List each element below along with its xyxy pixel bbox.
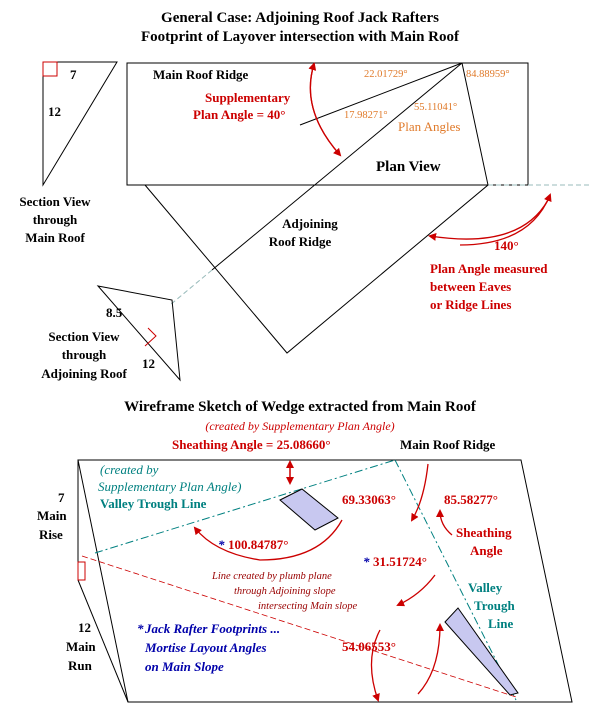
valley-label-3: Line [488,616,514,631]
adjoining-ridge-label-2: Roof Ridge [269,234,332,249]
wireframe-created-by: (created by Supplementary Plan Angle) [205,419,394,433]
jack-footprint-upper [279,488,339,531]
angle-69: 69.33063° [342,492,396,507]
plumb-line [81,555,517,698]
created-by-teal-2: Supplementary Plan Angle) [98,479,241,494]
eaves-label-3: or Ridge Lines [430,297,511,312]
angle-100: 100.84787° [228,537,288,552]
main-roof-outline [126,62,529,186]
valley-trough-label: Valley Trough Line [100,496,207,511]
valley-trough-line-top [94,459,396,554]
jack-star: * [137,621,144,636]
supplementary-label-2: Plan Angle = 40° [193,107,285,122]
valley-label-2: Trough [474,598,515,613]
created-by-teal-1: (created by [100,462,159,477]
main-rise-label-1: Main [37,508,67,523]
section-adj-right-angle [144,327,157,347]
title-line-1: General Case: Adjoining Roof Jack Rafter… [161,10,439,26]
jack-footprint-lower [444,607,519,696]
angle-140-arc [428,199,549,241]
adjoining-roof-ridge-line [211,62,463,271]
plan-view: Main Roof Ridge Supplementary Plan Angle… [126,62,590,354]
section-main-label-3: Main Roof [25,230,85,245]
angle-85: 85.58277° [444,492,498,507]
star-31: * [363,554,370,569]
section-adj-triangle [96,285,181,382]
supplementary-label-1: Supplementary [205,90,291,105]
sheathing-label-2: Angle [470,543,503,558]
supplementary-arc [309,63,342,157]
main-run-label-2: Run [68,658,93,673]
ridge-extension-line [169,269,213,306]
main-run-number: 12 [78,620,91,635]
angle-55: 55.11041° [414,102,457,113]
sheathing-label-1: Sheathing [456,525,512,540]
adjoining-ridge-label-1: Adjoining [282,216,338,231]
wedge-wireframe [77,459,573,703]
section-adj-label-2: through [62,347,107,362]
plumb-label-2: through Adjoining slope [234,586,336,597]
angle-31: 31.51724° [373,554,427,569]
wireframe-main-ridge: Main Roof Ridge [400,437,496,452]
wireframe-labels: (created by Supplementary Plan Angle) Va… [37,460,515,702]
plan-angles-label: Plan Angles [398,119,460,134]
main-rise-number: 7 [58,490,65,505]
star-100: * [218,537,225,552]
angle-17: 17.98271° [344,110,388,121]
wireframe-title: Wireframe Sketch of Wedge extracted from… [124,399,477,415]
jack-label-3: on Main Slope [145,659,224,674]
section-view-adjoining-roof: 8.5 12 Section View through Adjoining Ro… [41,285,181,382]
section-view-main-roof: 7 12 Section View through Main Roof [19,61,118,245]
adjoining-roof-outline [144,62,489,354]
eaves-label-2: between Eaves [430,279,511,294]
wireframe-sheathing-top: Sheathing Angle = 25.08660° [172,437,331,452]
plumb-label-1: Line created by plumb plane [211,571,332,582]
angle-140-label: 140° [494,238,519,253]
section-adj-label-3: Adjoining Roof [41,366,127,381]
main-run-label-1: Main [66,639,96,654]
section-main-triangle [42,61,118,187]
section-main-run: 12 [48,104,61,119]
valley-label-1: Valley [468,580,503,595]
right-angle-marker [42,61,58,77]
title-line-2: Footprint of Layover intersection with M… [141,29,460,45]
section-adj-rise: 8.5 [106,305,123,320]
section-main-label-1: Section View [19,194,91,209]
plan-angle-line [299,62,463,126]
angle-54: 54.06553° [342,639,396,654]
section-adj-run: 12 [142,356,155,371]
eaves-label-1: Plan Angle measured [430,261,548,276]
jack-label-1: Jack Rafter Footprints ... [144,621,280,636]
angle-84: 84.88959° [466,69,510,80]
angle-22: 22.01729° [364,69,408,80]
valley-trough-line-diag [394,459,517,701]
section-adj-label-1: Section View [48,329,120,344]
section-main-label-2: through [33,212,78,227]
section-main-rise: 7 [70,67,77,82]
plumb-label-3: intersecting Main slope [258,601,357,612]
main-roof-ridge-label: Main Roof Ridge [153,67,249,82]
main-rise-label-2: Rise [39,527,63,542]
jack-label-2: Mortise Layout Angles [144,640,267,655]
plan-view-label: Plan View [376,159,441,175]
wedge-outline [77,459,573,703]
